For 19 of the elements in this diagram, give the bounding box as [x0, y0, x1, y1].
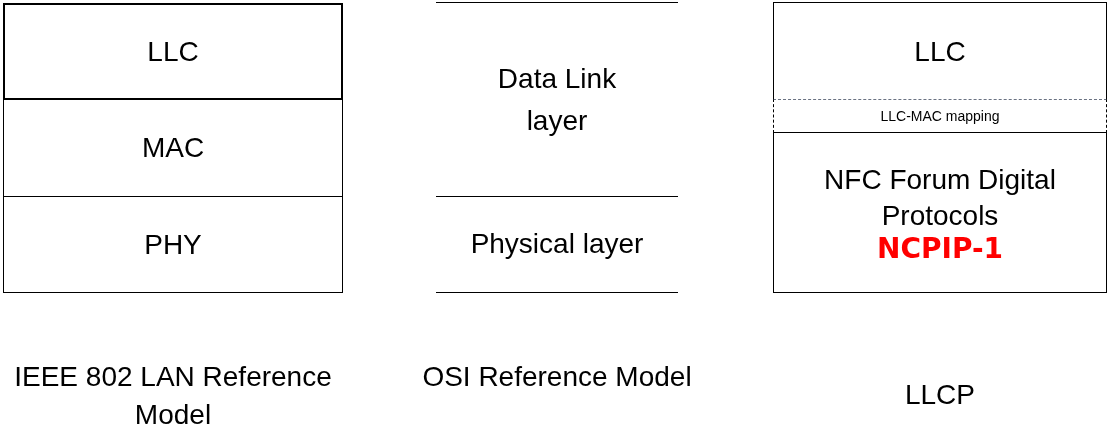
layer-box	[3, 196, 343, 293]
layer-name: LLC-MAC mapping	[880, 107, 1000, 126]
layer-name: PHY	[144, 227, 202, 262]
layer-box	[3, 99, 343, 197]
layer-box	[3, 3, 343, 100]
layer-box	[436, 2, 678, 197]
layer-name: Physical layer	[469, 227, 645, 261]
model-caption: OSI Reference Model	[421, 360, 693, 394]
layer-name: MAC	[141, 130, 205, 165]
model-caption: LLCP	[903, 378, 976, 412]
layer-name: LLC	[914, 34, 966, 69]
protocol-name: NCPIP-1	[876, 233, 1004, 264]
layer-box	[773, 2, 1107, 100]
layer-name: Data Link layer	[496, 61, 618, 138]
layer-name: LLC	[147, 34, 199, 69]
layer-name: NFC Forum Digital Protocols	[823, 162, 1057, 233]
layer-box	[773, 132, 1107, 293]
model-caption: IEEE 802 LAN Reference Model	[13, 360, 333, 432]
layer-box	[773, 99, 1107, 133]
